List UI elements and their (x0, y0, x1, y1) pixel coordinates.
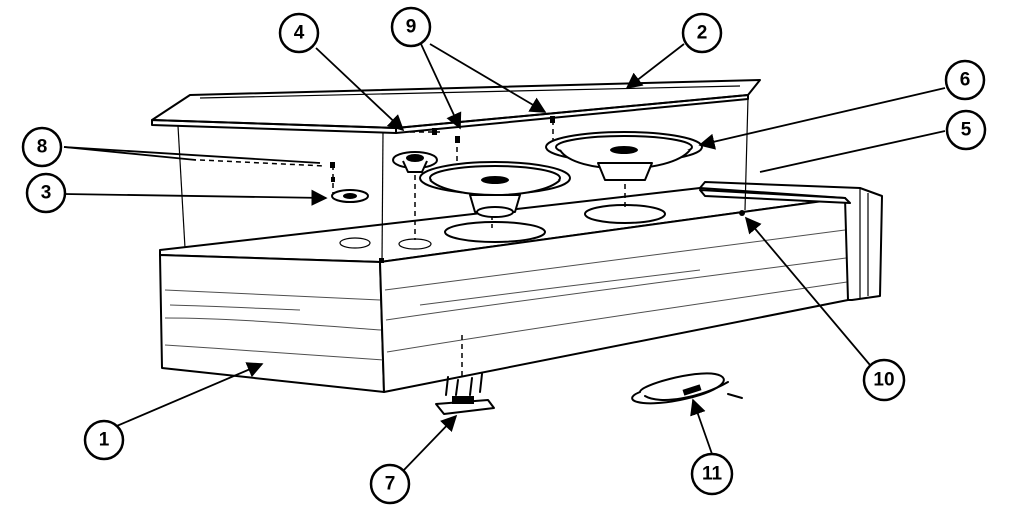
speaker-wire (631, 372, 743, 405)
callout-label: 2 (697, 23, 708, 44)
top-cover-panel (151, 79, 761, 134)
callout-label: 3 (41, 183, 52, 204)
cabinet-box (159, 181, 883, 393)
callout-10: 10 (862, 358, 906, 402)
callout-8: 8 (21, 126, 63, 168)
callout-label: 8 (37, 137, 48, 158)
screws (330, 116, 555, 263)
callout-6: 6 (944, 59, 986, 101)
tweeter-medium (392, 151, 438, 173)
leader-lines (63, 43, 946, 473)
callout-5: 5 (945, 109, 987, 151)
callout-9: 9 (390, 6, 432, 48)
callout-4: 4 (278, 12, 320, 54)
callout-1: 1 (83, 419, 125, 461)
foot-bracket (435, 373, 495, 415)
callout-label: 4 (294, 23, 305, 44)
callout-7: 7 (369, 463, 411, 505)
callout-label: 7 (385, 474, 396, 495)
callouts: 1 2 3 4 5 6 7 8 (21, 6, 987, 505)
callout-label: 5 (961, 120, 972, 141)
callout-2: 2 (681, 12, 723, 54)
callout-3: 3 (25, 172, 67, 214)
woofer-right (545, 131, 703, 181)
callout-label: 11 (702, 464, 723, 485)
assembly-guide-lines (177, 97, 749, 378)
callout-label: 1 (99, 430, 110, 451)
callout-label: 10 (873, 370, 894, 391)
callout-label: 9 (406, 17, 417, 38)
callout-11: 11 (690, 452, 734, 496)
woofer-large (419, 161, 571, 218)
callout-label: 6 (960, 70, 971, 91)
tweeter-small (331, 189, 369, 203)
